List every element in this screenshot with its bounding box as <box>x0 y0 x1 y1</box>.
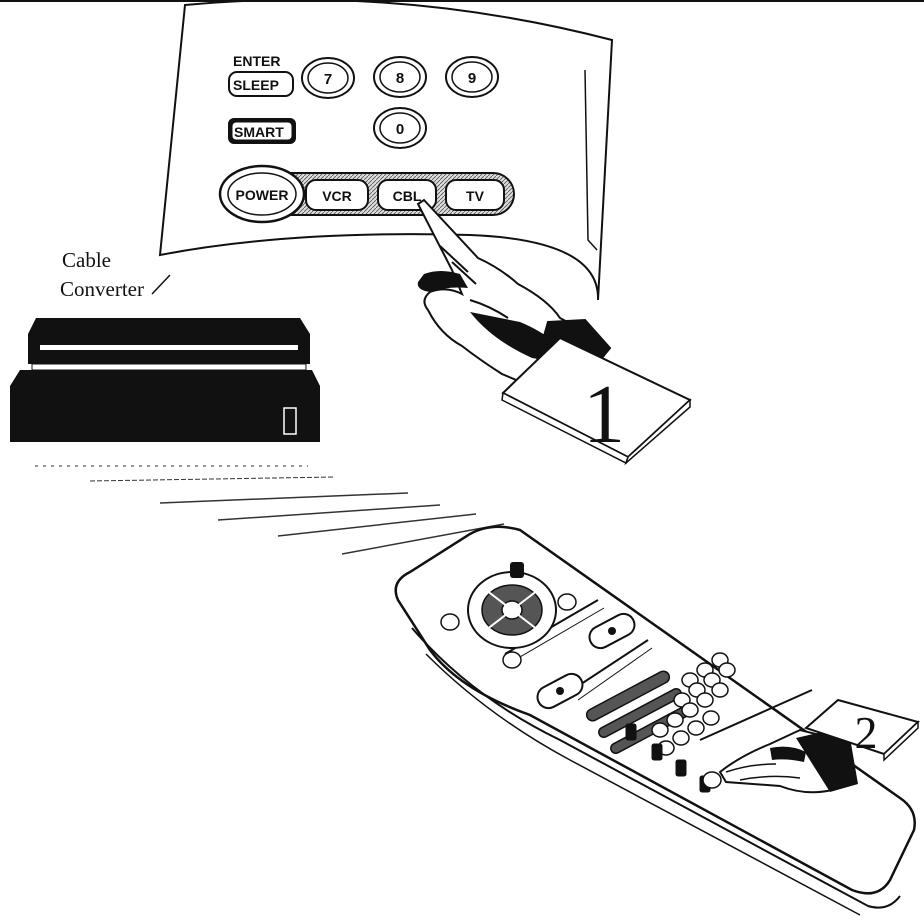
magnified-remote-panel: ENTER SLEEP 7 8 9 SMART <box>160 0 612 300</box>
smart-button[interactable]: SMART <box>229 119 295 143</box>
number-0-button[interactable]: 0 <box>374 108 426 148</box>
number-9-button[interactable]: 9 <box>446 57 498 97</box>
power-button[interactable]: POWER <box>220 166 304 222</box>
sleep-button[interactable]: SLEEP <box>229 72 293 96</box>
label-leader-line <box>152 275 170 294</box>
tv-button-label: TV <box>466 188 485 204</box>
enter-label: ENTER <box>233 53 280 69</box>
sleep-button-label: SLEEP <box>233 77 279 93</box>
side-button-left[interactable] <box>441 614 459 630</box>
smart-button-label: SMART <box>234 124 284 140</box>
step-2-number: 2 <box>855 707 878 758</box>
cable-converter-label-line2: Converter <box>60 277 144 301</box>
top-border <box>0 0 924 2</box>
number-8-button[interactable]: 8 <box>374 57 426 97</box>
number-0-label: 0 <box>396 121 404 138</box>
infrared-beam-lines <box>35 466 504 554</box>
side-button-bottom[interactable] <box>503 652 521 668</box>
cable-converter-label-line1: Cable <box>62 248 111 272</box>
step-1-number: 1 <box>583 368 625 461</box>
power-button-label: POWER <box>236 187 289 203</box>
number-7-label: 7 <box>324 71 332 88</box>
panel-outline <box>160 0 612 300</box>
cbl-button-label: CBL <box>393 188 422 204</box>
vcr-button[interactable]: VCR <box>306 180 368 210</box>
tv-button[interactable]: TV <box>446 180 504 210</box>
remote-cbl-button[interactable] <box>703 772 721 788</box>
top-button[interactable] <box>510 562 524 578</box>
number-7-button[interactable]: 7 <box>302 58 354 98</box>
directional-pad[interactable] <box>468 572 556 648</box>
number-9-label: 9 <box>468 70 476 87</box>
side-button-right[interactable] <box>558 594 576 610</box>
vcr-button-label: VCR <box>322 188 352 204</box>
cable-converter-box: Cable Converter <box>10 248 320 442</box>
number-8-label: 8 <box>396 70 404 87</box>
